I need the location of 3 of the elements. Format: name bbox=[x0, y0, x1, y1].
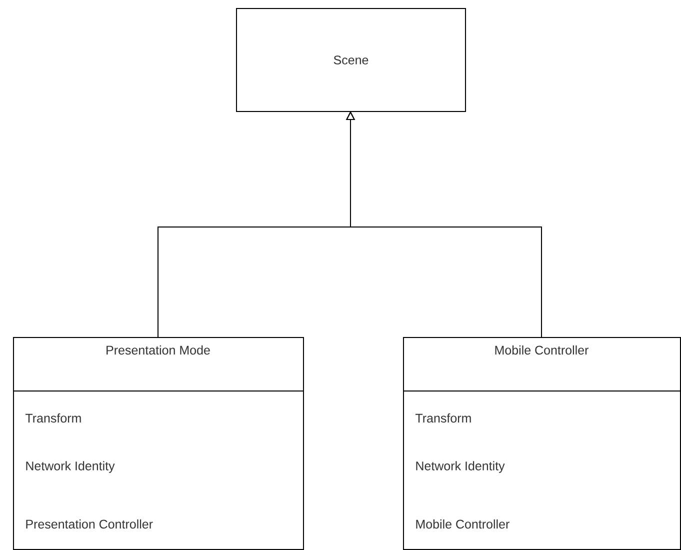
class-box: Scene bbox=[236, 8, 466, 112]
class-box: Mobile Controller Transform Network Identity Mobile Controller bbox=[402, 337, 681, 550]
class-box: Presentation Mode Transform Network Identity Presentation Controller bbox=[12, 337, 304, 550]
